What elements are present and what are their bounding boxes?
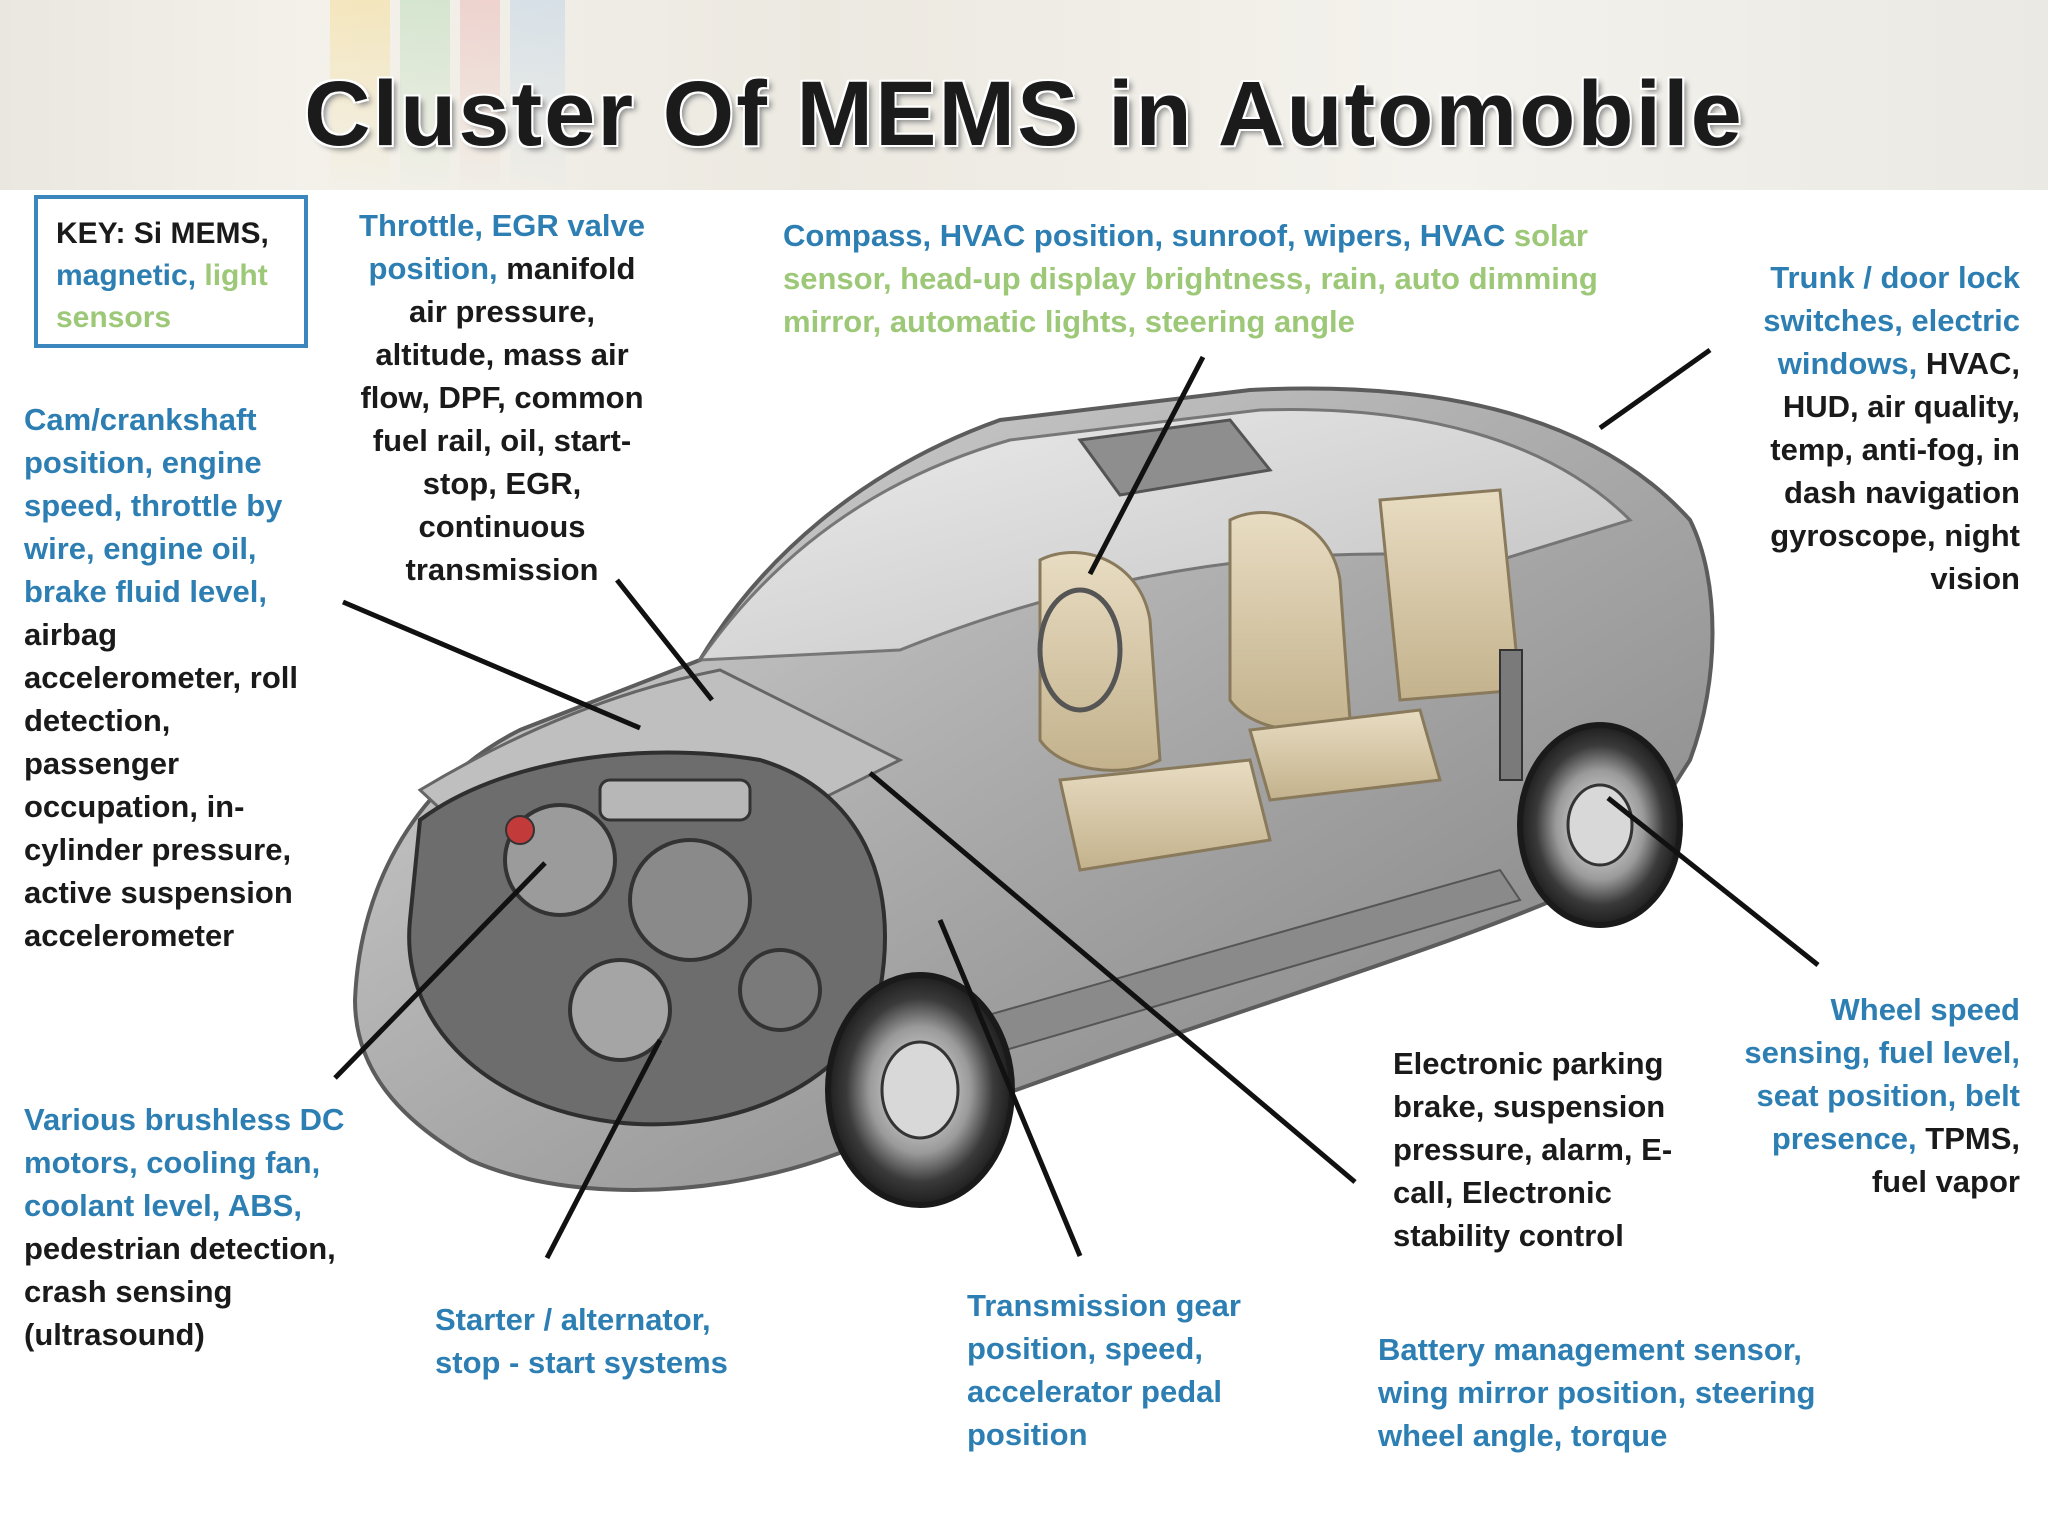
label-trunk-black: HVAC, HUD, air quality, temp, anti-fog, …	[1770, 346, 2020, 596]
leader-line-parking	[868, 771, 1357, 1184]
legend-key: KEY: Si MEMS, magnetic, light sensors	[34, 195, 308, 348]
label-cam-blue: Cam/crankshaft position, engine speed, t…	[24, 402, 283, 609]
label-trunk-blue: Trunk / door lock switches, electric win…	[1763, 260, 2020, 381]
leader-line-throttle	[615, 578, 714, 702]
label-compass: Compass, HVAC position, sunroof, wipers,…	[783, 214, 1643, 343]
key-si-mems: KEY: Si MEMS,	[56, 217, 269, 250]
engine-block	[407, 750, 887, 1127]
label-throttle: Throttle, EGR valve position, manifold a…	[352, 204, 652, 591]
label-starter-blue: Starter / alternator, stop - start syste…	[435, 1302, 728, 1380]
banner-stripe	[400, 0, 450, 190]
leader-line-cam	[342, 599, 641, 731]
leader-line-brushless	[333, 861, 547, 1080]
label-wheel: Wheel speed sensing, fuel level, seat po…	[1720, 988, 2020, 1203]
label-transmission-blue: Transmission gear position, speed, accel…	[967, 1288, 1241, 1452]
leader-line-compass	[1087, 355, 1206, 576]
leader-line-trunk	[1598, 347, 1712, 431]
front-wheel	[825, 972, 1015, 1208]
label-parking-black: Electronic parking brake, suspension pre…	[1393, 1046, 1673, 1253]
label-trunk: Trunk / door lock switches, electric win…	[1740, 256, 2020, 600]
label-compass-blue: Compass, HVAC position, sunroof, wipers,…	[783, 218, 1506, 253]
title-banner	[0, 0, 2048, 190]
label-cam: Cam/crankshaft position, engine speed, t…	[24, 398, 314, 957]
label-starter: Starter / alternator, stop - start syste…	[435, 1298, 745, 1384]
label-brushless-black: pedestrian detection, crash sensing (ult…	[24, 1231, 336, 1352]
rear-suspension	[1499, 649, 1523, 781]
label-wheel-black: TPMS, fuel vapor	[1871, 1121, 2020, 1199]
label-cam-black: airbag accelerometer, roll detection, pa…	[24, 617, 298, 953]
label-throttle-black: manifold air pressure, altitude, mass ai…	[360, 251, 644, 587]
label-battery: Battery management sensor, wing mirror p…	[1378, 1328, 1838, 1457]
leader-line-transmission	[937, 919, 1083, 1257]
leader-lines	[333, 347, 1820, 1260]
label-brushless: Various brushless DC motors, cooling fan…	[24, 1098, 354, 1356]
label-brushless-blue: Various brushless DC motors, cooling fan…	[24, 1102, 345, 1223]
label-wheel-blue: Wheel speed sensing, fuel level, seat po…	[1744, 992, 2020, 1156]
banner-stripe	[460, 0, 500, 190]
rear-wheel	[1517, 722, 1683, 928]
page-title: Cluster Of MEMS in Automobile	[304, 63, 1744, 165]
label-parking: Electronic parking brake, suspension pre…	[1393, 1042, 1693, 1257]
label-compass-green: solar sensor, head-up display brightness…	[783, 218, 1598, 339]
leader-line-wheel	[1606, 796, 1820, 967]
banner-stripe	[510, 0, 565, 190]
key-magnetic: magnetic,	[56, 259, 197, 292]
leader-line-starter	[544, 1038, 663, 1260]
label-throttle-blue: Throttle, EGR valve position,	[359, 208, 645, 286]
label-battery-blue: Battery management sensor, wing mirror p…	[1378, 1332, 1816, 1453]
banner-stripe	[330, 0, 390, 190]
key-light-sensors: light sensors	[56, 259, 268, 334]
label-transmission: Transmission gear position, speed, accel…	[967, 1284, 1267, 1456]
seats	[1037, 488, 1522, 872]
